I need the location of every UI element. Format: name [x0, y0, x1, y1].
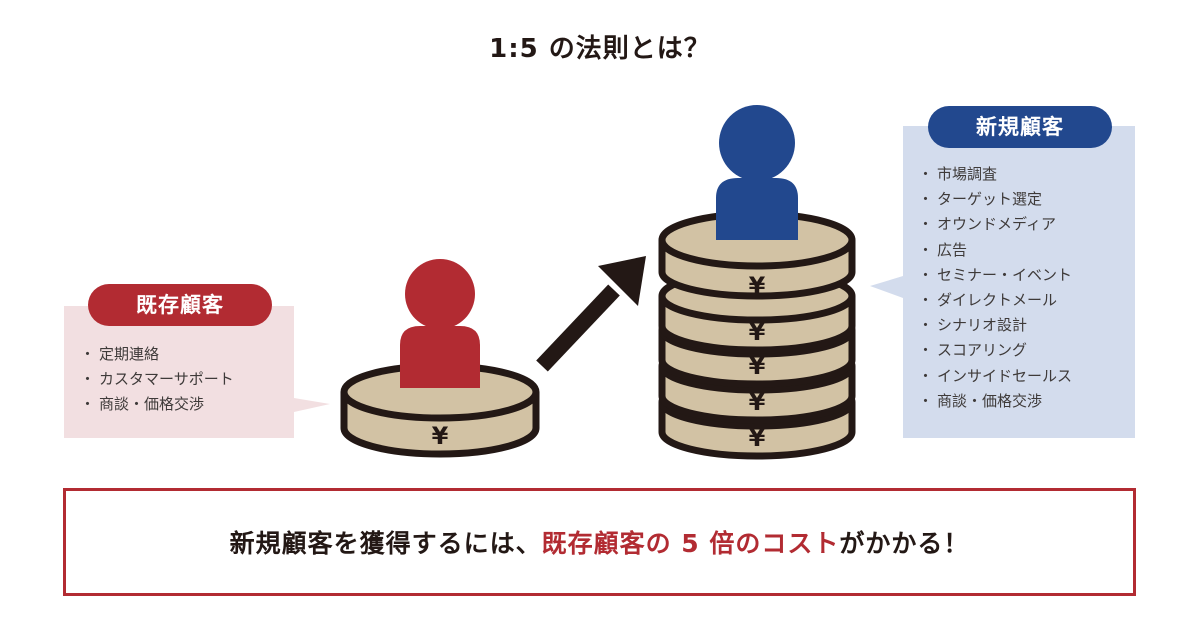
list-item: ・シナリオ設計	[918, 313, 1072, 338]
conclusion-box: 新規顧客を獲得するには、既存顧客の 5 倍のコストがかかる！	[63, 488, 1136, 596]
list-item-label: 商談・価格交渉	[937, 391, 1043, 410]
list-item-label: 市場調査	[937, 165, 998, 183]
bullet: ・	[80, 395, 96, 413]
list-item: ・広告	[918, 238, 1072, 263]
yen-symbol: ¥	[749, 424, 766, 452]
list-item: ・カスタマーサポート	[80, 367, 234, 392]
list-item-label: スコアリング	[937, 341, 1028, 360]
bullet: ・	[918, 316, 934, 335]
bullet: ・	[918, 240, 934, 259]
bullet: ・	[918, 291, 934, 310]
list-item-label: ダイレクトメール	[937, 291, 1058, 310]
list-item-label: オウンドメディア	[937, 215, 1056, 234]
list-item: ・ダイレクトメール	[918, 288, 1072, 313]
existing-callout-pointer	[294, 398, 330, 412]
yen-symbol: ¥	[749, 272, 766, 300]
page-title: 1:5 の法則とは？	[489, 34, 711, 64]
bullet: ・	[918, 215, 934, 234]
list-item-label: 商談・価格交渉	[99, 395, 205, 413]
list-item: ・スコアリング	[918, 338, 1072, 363]
bullet: ・	[918, 190, 934, 209]
bullet: ・	[918, 341, 934, 360]
bullet: ・	[918, 366, 934, 385]
message-text: 新規顧客を獲得するには、	[229, 529, 542, 558]
person-red-icon	[400, 259, 480, 388]
yen-symbol: ¥	[432, 422, 449, 450]
coin: ¥	[658, 210, 856, 300]
up-arrow-icon	[536, 256, 646, 372]
yen-symbol: ¥	[749, 388, 766, 416]
list-item-label: セミナー・イベント	[937, 265, 1073, 284]
bullet: ・	[918, 391, 934, 410]
list-item: ・ターゲット選定	[918, 187, 1072, 212]
bullet: ・	[80, 345, 96, 363]
list-item-label: シナリオ設計	[937, 316, 1028, 335]
list-item: ・市場調査	[918, 162, 1072, 187]
list-item: ・商談・価格交渉	[80, 392, 234, 417]
list-item-label: 定期連絡	[99, 345, 160, 363]
existing-customer-panel	[64, 306, 294, 438]
list-item: ・インサイドセールス	[918, 364, 1072, 389]
coin: ¥	[340, 362, 540, 458]
list-item: ・オウンドメディア	[918, 212, 1072, 237]
list-item: ・定期連絡	[80, 342, 234, 367]
bullet: ・	[918, 265, 934, 284]
existing-customer-list: ・定期連絡 ・カスタマーサポート ・商談・価格交渉	[80, 342, 234, 417]
list-item-label: 広告	[937, 240, 968, 259]
bullet: ・	[918, 165, 934, 183]
coin-stack-icon: ¥	[340, 362, 540, 458]
existing-customer-badge: 既存顧客	[88, 284, 272, 326]
person-navy-icon	[716, 105, 798, 240]
message-text-end: がかかる！	[839, 529, 970, 558]
coin-stack-icon: ¥ ¥ ¥ ¥ ¥	[658, 210, 856, 460]
new-customer-list: ・市場調査 ・ターゲット選定 ・オウンドメディア ・広告 ・セミナー・イベント …	[918, 162, 1072, 414]
list-item: ・セミナー・イベント	[918, 263, 1072, 288]
bullet: ・	[80, 370, 96, 388]
list-item-label: インサイドセールス	[937, 366, 1073, 385]
yen-symbol: ¥	[749, 352, 766, 380]
new-customer-badge: 新規顧客	[928, 106, 1112, 148]
message-highlight: 既存顧客の 5 倍のコスト	[541, 529, 840, 558]
new-customer-panel	[903, 126, 1135, 438]
list-item-label: カスタマーサポート	[99, 370, 234, 388]
new-callout-pointer	[870, 276, 903, 298]
yen-symbol: ¥	[749, 318, 766, 346]
list-item-label: ターゲット選定	[937, 190, 1043, 209]
list-item: ・商談・価格交渉	[918, 389, 1072, 414]
